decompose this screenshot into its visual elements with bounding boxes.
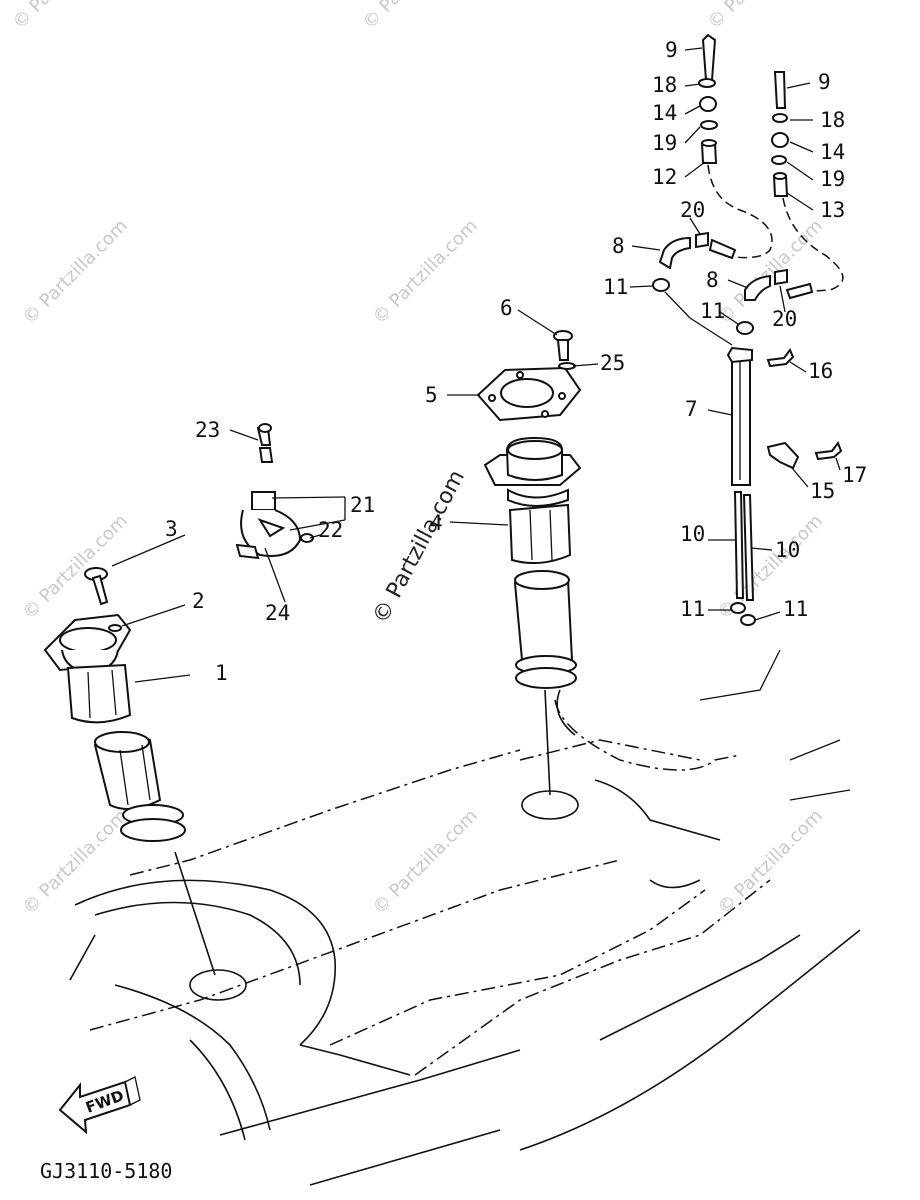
callout-10b: 10 <box>775 538 800 562</box>
filler-neck-center <box>483 436 582 820</box>
callout-16: 16 <box>808 359 833 383</box>
callout-1: 1 <box>215 661 228 685</box>
callout-8b: 8 <box>706 268 719 292</box>
callout-17: 17 <box>842 463 867 487</box>
filler-hole-center <box>521 790 579 820</box>
watermark: © Partzilla.com <box>19 510 132 623</box>
callout-6: 6 <box>500 296 513 320</box>
callout-4: 4 <box>430 511 443 535</box>
callout-14b: 14 <box>820 140 845 164</box>
callout-25: 25 <box>600 351 625 375</box>
washer-2 <box>108 624 122 632</box>
callouts: 1 2 3 4 5 6 7 8 8 9 9 10 10 11 11 11 11 … <box>165 38 867 685</box>
watermark: © Partzilla.com <box>704 0 817 34</box>
callout-10a: 10 <box>680 522 705 546</box>
watermark: © Partzilla.com <box>359 0 472 34</box>
watermark: © Partzilla.com <box>9 0 122 34</box>
bolt-6 <box>553 330 576 370</box>
callout-9b: 9 <box>818 70 831 94</box>
leader-lines <box>111 47 841 683</box>
gasket-5 <box>476 366 582 422</box>
diagram-code: GJ3110-5180 <box>40 1159 172 1183</box>
vent-hose-system <box>652 33 844 626</box>
watermark: © Partzilla.com <box>714 805 827 918</box>
callout-18a: 18 <box>652 73 677 97</box>
hose-upper-left <box>66 663 132 724</box>
callout-23: 23 <box>195 418 220 442</box>
callout-11d: 11 <box>783 597 808 621</box>
callout-14a: 14 <box>652 101 677 125</box>
bolt-3 <box>84 567 122 632</box>
watermark-center: © Partzilla.com <box>368 466 470 628</box>
callout-9a: 9 <box>665 38 678 62</box>
callout-24: 24 <box>265 601 290 625</box>
nut-22 <box>300 533 314 543</box>
callout-5: 5 <box>425 383 438 407</box>
callout-20a: 20 <box>680 198 705 222</box>
watermark: © Partzilla.com <box>369 215 482 328</box>
filler-hole-left <box>189 969 247 1001</box>
vent-tube-7 <box>731 354 751 486</box>
callout-11b: 11 <box>700 299 725 323</box>
callout-3: 3 <box>165 517 178 541</box>
clamp-assembly <box>235 423 314 560</box>
callout-7: 7 <box>685 397 698 421</box>
hose-upper-center <box>508 503 572 565</box>
callout-20b: 20 <box>772 307 797 331</box>
callout-21: 21 <box>350 493 375 517</box>
washer-25 <box>558 362 576 370</box>
callout-22: 22 <box>318 518 343 542</box>
watermark: © Partzilla.com <box>714 215 827 328</box>
watermark: © Partzilla.com <box>19 805 132 918</box>
callout-15: 15 <box>810 479 835 503</box>
callout-19b: 19 <box>820 167 845 191</box>
callout-18b: 18 <box>820 108 845 132</box>
callout-2: 2 <box>192 589 205 613</box>
callout-11c: 11 <box>680 597 705 621</box>
fwd-arrow-icon: FWD <box>58 1076 141 1135</box>
callout-19a: 19 <box>652 131 677 155</box>
watermark: © Partzilla.com <box>19 215 132 328</box>
watermark: © Partzilla.com <box>369 805 482 918</box>
callout-12: 12 <box>652 165 677 189</box>
callout-11a: 11 <box>603 275 628 299</box>
filler-cap <box>59 627 117 653</box>
filler-neck-left <box>43 613 247 1001</box>
callout-8a: 8 <box>612 234 625 258</box>
hull-outline <box>69 649 861 1186</box>
callout-13: 13 <box>820 198 845 222</box>
